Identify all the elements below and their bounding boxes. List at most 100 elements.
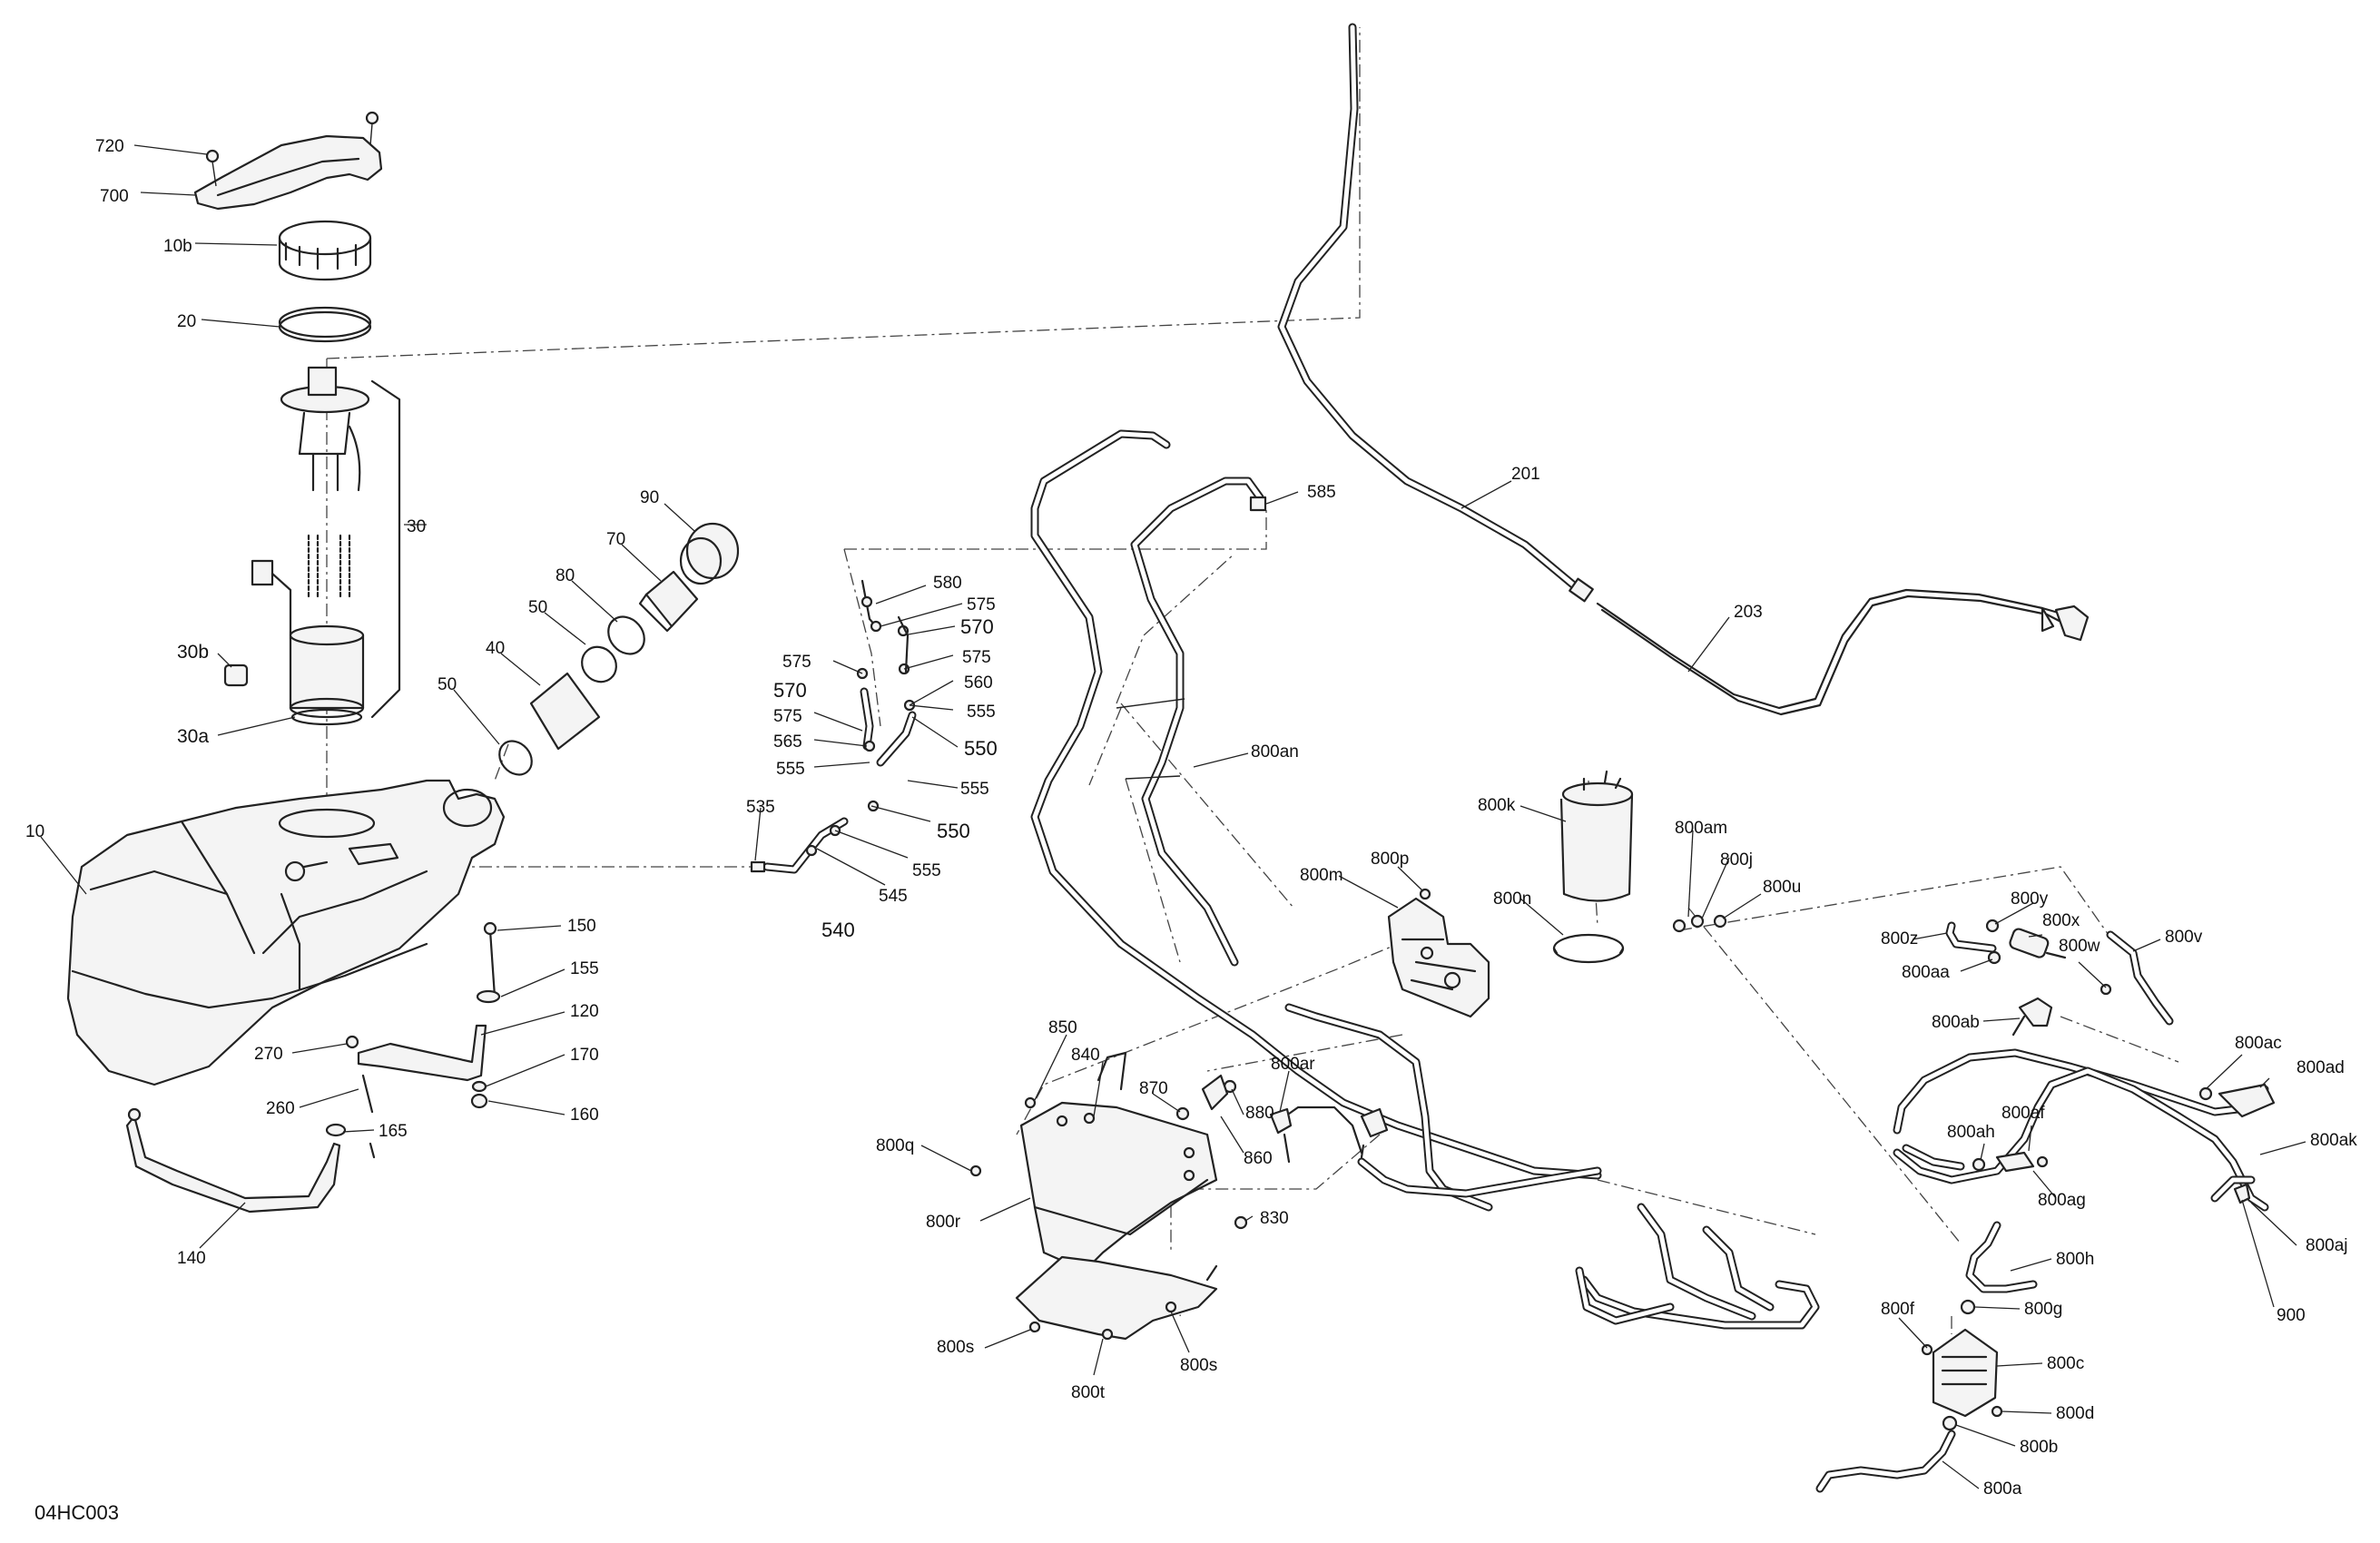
bracket-800r xyxy=(1019,1101,1218,1273)
label-260: 260 xyxy=(266,1099,295,1118)
drawing-code: 04HC003 xyxy=(34,1501,119,1524)
leader-lines xyxy=(40,144,2306,1489)
label-900: 900 xyxy=(2277,1306,2306,1325)
evap-canister xyxy=(1552,770,1727,964)
label-140: 140 xyxy=(177,1249,206,1268)
washer-260 xyxy=(325,1123,347,1137)
clamp-800y xyxy=(1985,919,2000,933)
label-575c: 575 xyxy=(962,648,991,667)
label-800a: 800a xyxy=(1983,1479,2022,1499)
label-800ah: 800ah xyxy=(1947,1123,1995,1142)
label-70: 70 xyxy=(606,530,625,549)
label-800w: 800w xyxy=(2059,937,2100,956)
label-800y: 800y xyxy=(2011,889,2049,909)
bolt-270 xyxy=(345,1035,359,1049)
label-555c: 555 xyxy=(960,780,989,799)
label-800k: 800k xyxy=(1478,796,1516,815)
screw-800f xyxy=(1921,1343,1933,1356)
label-870: 870 xyxy=(1139,1079,1168,1098)
label-575b: 575 xyxy=(782,653,811,672)
screw-800p xyxy=(1419,888,1431,900)
assembly-dashed-lines xyxy=(326,27,2179,1403)
label-30b: 30b xyxy=(177,642,209,663)
clamp-800g xyxy=(1960,1299,1976,1315)
tank-filler-port xyxy=(442,788,493,828)
label-720: 720 xyxy=(95,137,124,156)
label-800g: 800g xyxy=(2024,1300,2062,1319)
label-840: 840 xyxy=(1071,1046,1100,1065)
pump-module xyxy=(289,634,365,710)
label-800z: 800z xyxy=(1881,929,1918,948)
label-800v: 800v xyxy=(2165,928,2203,947)
label-570b: 570 xyxy=(773,679,807,702)
label-555a: 555 xyxy=(967,703,996,722)
label-800m: 800m xyxy=(1300,866,1343,885)
clamp-800ah xyxy=(1972,1157,1986,1172)
label-50b: 50 xyxy=(438,675,457,694)
label-30a: 30a xyxy=(177,726,209,747)
label-150: 150 xyxy=(567,917,596,936)
fuel-tank xyxy=(66,779,506,1086)
label-165: 165 xyxy=(379,1122,408,1141)
label-800ak: 800ak xyxy=(2310,1131,2357,1150)
label-575a: 575 xyxy=(967,595,996,614)
label-800ad: 800ad xyxy=(2296,1058,2345,1077)
label-550b: 550 xyxy=(937,820,970,842)
label-850: 850 xyxy=(1048,1018,1077,1037)
tank-pump-opening xyxy=(278,808,376,839)
label-570a: 570 xyxy=(960,615,994,638)
vent-connector xyxy=(1569,577,1594,603)
strap-120 xyxy=(357,1024,487,1082)
screw-800d xyxy=(1991,1405,2003,1418)
label-800p: 800p xyxy=(1371,850,1409,869)
label-545: 545 xyxy=(879,887,908,906)
label-575d: 575 xyxy=(773,707,802,726)
tank-body xyxy=(66,779,506,1086)
label-800r: 800r xyxy=(926,1213,961,1232)
evap-lines xyxy=(1030,429,1820,1330)
clamp-50-lower xyxy=(498,740,533,776)
label-540: 540 xyxy=(821,919,855,941)
label-880: 880 xyxy=(1245,1104,1274,1123)
vent-line-201-203 xyxy=(1277,23,2090,716)
float xyxy=(251,559,274,586)
nut-870 xyxy=(1175,1106,1190,1121)
fuel-cap xyxy=(685,522,740,580)
filter-800x xyxy=(2009,928,2050,958)
washer-155 xyxy=(476,989,501,1004)
bolt-150 xyxy=(483,921,497,936)
screw-800q xyxy=(969,1165,982,1177)
screw-850 xyxy=(1024,1096,1037,1109)
label-555d: 555 xyxy=(912,861,941,880)
label-800b: 800b xyxy=(2020,1438,2058,1457)
tank-straps xyxy=(125,921,501,1214)
harness xyxy=(1269,1106,1389,1164)
label-800s-left: 800s xyxy=(937,1338,974,1357)
label-800h: 800h xyxy=(2056,1250,2094,1269)
filler-hose xyxy=(529,672,601,751)
label-800j: 800j xyxy=(1720,850,1753,870)
label-535: 535 xyxy=(746,798,775,817)
fuel-filter-800c xyxy=(1932,1328,1999,1418)
label-800f: 800f xyxy=(1881,1300,1915,1319)
connector-800ag xyxy=(1995,1151,2035,1173)
label-580: 580 xyxy=(933,574,962,593)
label-830: 830 xyxy=(1260,1209,1289,1228)
label-800q: 800q xyxy=(876,1136,914,1155)
gasket xyxy=(278,306,372,339)
label-30: 30 xyxy=(407,517,426,536)
label-10b: 10b xyxy=(163,237,192,256)
nut-830 xyxy=(1234,1215,1248,1230)
label-160: 160 xyxy=(570,1106,599,1125)
label-700: 700 xyxy=(100,187,129,206)
filler-neck-parts xyxy=(498,522,740,776)
label-800c: 800c xyxy=(2047,1354,2084,1373)
clamp-800ac xyxy=(2198,1086,2213,1101)
label-800ar: 800ar xyxy=(1271,1055,1315,1074)
label-10: 10 xyxy=(25,822,44,841)
screw-top xyxy=(365,111,379,125)
label-800n: 800n xyxy=(1493,889,1531,909)
label-800ab: 800ab xyxy=(1932,1013,1980,1032)
